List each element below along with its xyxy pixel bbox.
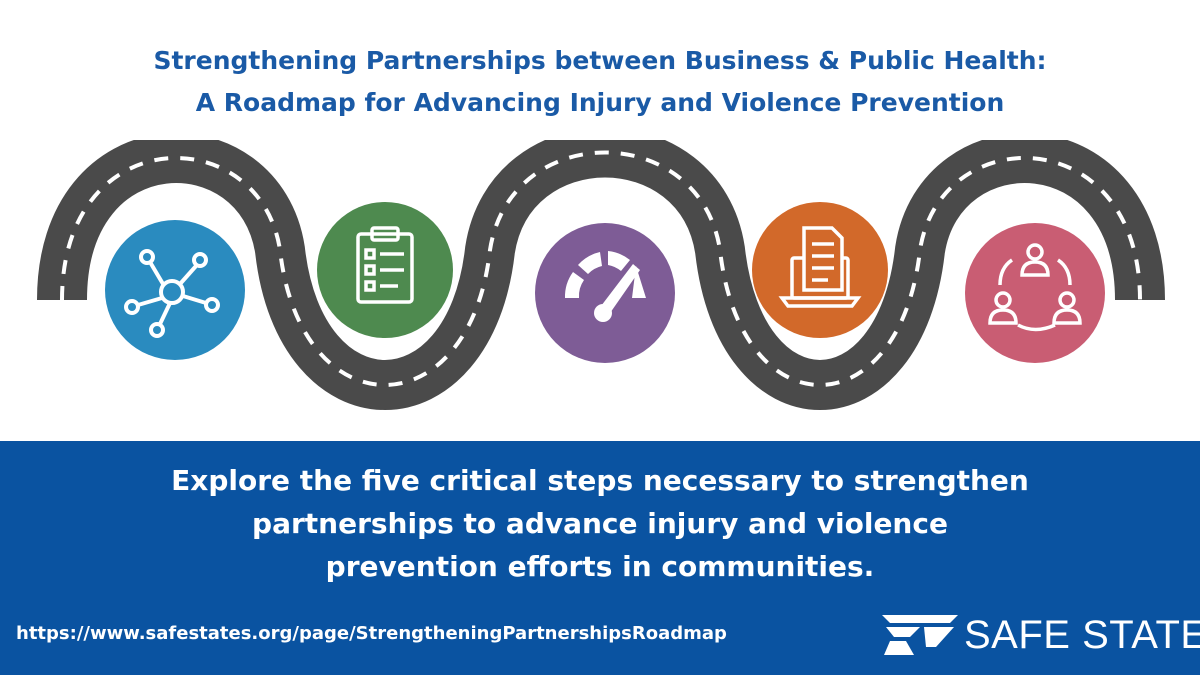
safe-states-logo: SAFE STATES xyxy=(880,611,1200,657)
tagline-line-1: Explore the five critical steps necessar… xyxy=(171,464,1029,497)
bottom-banner: Explore the five critical steps necessar… xyxy=(0,441,1200,675)
step-2-circle xyxy=(317,202,453,338)
people-cycle-icon xyxy=(988,243,1082,332)
step-3-circle xyxy=(535,223,675,363)
page-title: Strengthening Partnerships between Busin… xyxy=(0,40,1200,124)
clipboard-checklist-icon xyxy=(356,226,414,304)
title-line-1: Strengthening Partnerships between Busin… xyxy=(153,46,1047,75)
gauge-icon xyxy=(564,251,646,322)
roadmap-graphic xyxy=(0,140,1200,440)
logo-text: SAFE STATES xyxy=(964,613,1200,657)
step-4-circle xyxy=(752,202,888,338)
laptop-document-icon xyxy=(778,226,862,308)
step-5-circle xyxy=(965,223,1105,363)
road-center-dashes xyxy=(60,150,1142,387)
tagline: Explore the five critical steps necessar… xyxy=(0,459,1200,588)
title-line-2: A Roadmap for Advancing Injury and Viole… xyxy=(195,88,1005,117)
safe-states-mark-icon xyxy=(882,615,958,655)
network-icon xyxy=(124,249,220,338)
roadmap-url-link[interactable]: https://www.safestates.org/page/Strength… xyxy=(16,623,727,644)
tagline-line-2: partnerships to advance injury and viole… xyxy=(252,507,948,540)
step-1-circle xyxy=(105,220,245,360)
tagline-line-3: prevention efforts in communities. xyxy=(325,550,875,583)
